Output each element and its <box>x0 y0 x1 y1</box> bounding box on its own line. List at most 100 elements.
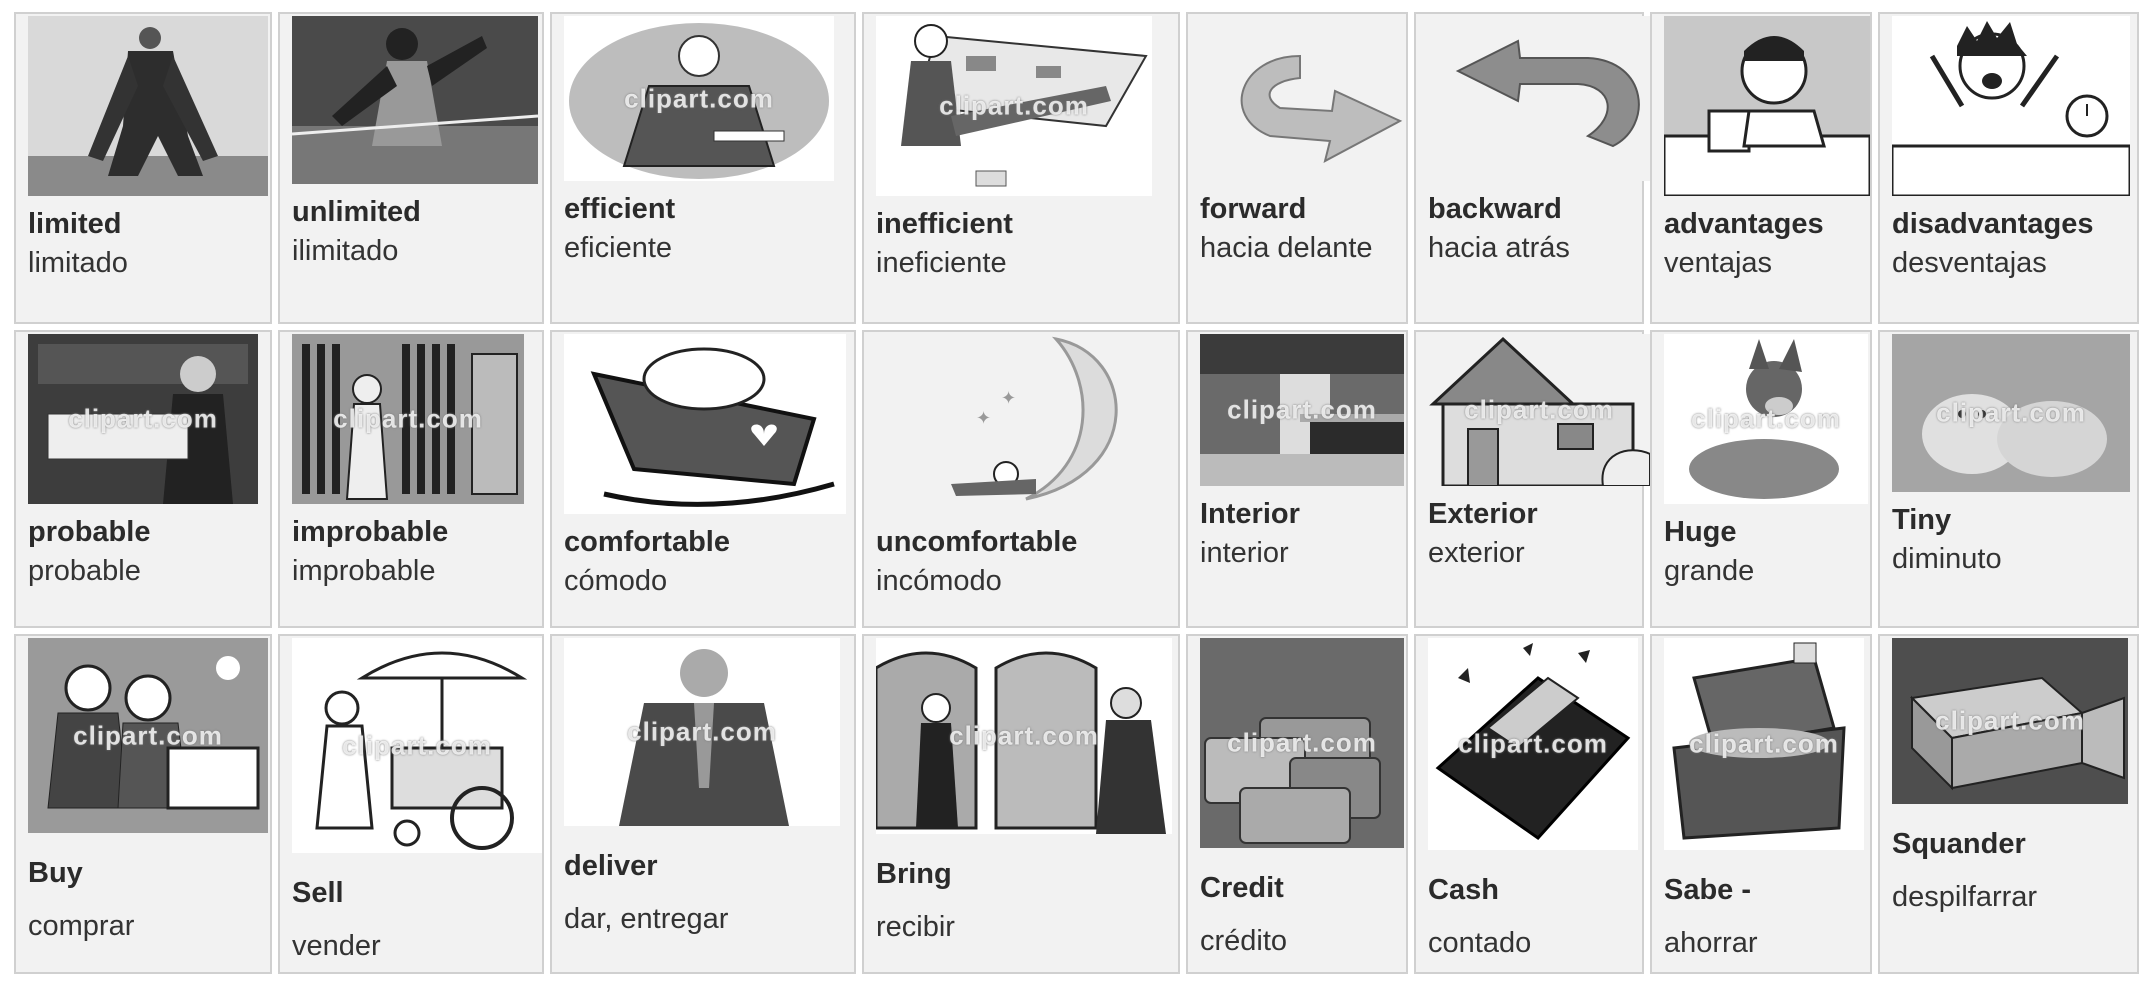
credit-cards-icon: clipart.com <box>1200 638 1404 848</box>
wallet-icon: clipart.com <box>1428 638 1638 850</box>
vocab-cell: clipart.com Credit crédito <box>1186 634 1408 974</box>
table-row: clipart.com Buy comprar clipart.com Sell… <box>14 634 2139 974</box>
vocab-cell: clipart.com Tiny diminuto <box>1878 330 2139 628</box>
english-word: Cash <box>1428 874 1499 906</box>
spanish-word: despilfarrar <box>1892 881 2038 913</box>
vendor-cart-icon: clipart.com <box>292 638 542 853</box>
svg-text:✦: ✦ <box>1001 388 1016 409</box>
baby-cradle-icon <box>564 334 846 514</box>
table-row: limited limitado unlimited ilimitado cli… <box>14 12 2139 324</box>
spanish-word: interior <box>1200 537 1289 569</box>
english-word: comfortable <box>564 526 730 558</box>
watermark: clipart.com <box>949 720 1099 751</box>
spanish-word: crédito <box>1200 925 1288 957</box>
english-word: Interior <box>1200 498 1300 530</box>
vocab-cell: clipart.com Bring recibir <box>862 634 1180 974</box>
spanish-word: hacia atrás <box>1428 232 1570 264</box>
vocab-cell: clipart.com Buy comprar <box>14 634 272 974</box>
spanish-word: diminuto <box>1892 543 2002 575</box>
watermark: clipart.com <box>68 403 218 434</box>
kittens-icon: clipart.com <box>1892 334 2130 492</box>
vocab-cell: clipart.com Sell vender <box>278 634 544 974</box>
watermark: clipart.com <box>1689 728 1839 759</box>
watermark: clipart.com <box>1691 403 1841 434</box>
spanish-word: probable <box>28 555 141 587</box>
vocab-cell: limited limitado <box>14 12 272 324</box>
vocab-cell: forward hacia delante <box>1186 12 1408 324</box>
spanish-word: incómodo <box>876 565 1002 597</box>
vocab-cell: disadvantages desventajas <box>1878 12 2139 324</box>
english-word: Huge <box>1664 516 1737 548</box>
watermark: clipart.com <box>1935 705 2085 736</box>
vocab-cell: clipart.com deliver dar, entregar <box>550 634 856 974</box>
vocab-cell: comfortable cómodo <box>550 330 856 628</box>
house-icon: clipart.com <box>1428 334 1650 486</box>
vocab-cell: clipart.com inefficient ineficiente <box>862 12 1180 324</box>
english-word: backward <box>1428 193 1562 225</box>
english-word: limited <box>28 208 122 240</box>
vocab-cell: advantages ventajas <box>1650 12 1872 324</box>
spanish-word: recibir <box>876 911 955 943</box>
watermark: clipart.com <box>627 716 777 747</box>
english-word: deliver <box>564 850 658 882</box>
vocab-cell: clipart.com improbable improbable <box>278 330 544 628</box>
spanish-word: ahorrar <box>1664 927 1758 959</box>
vocab-cell: clipart.com probable probable <box>14 330 272 628</box>
spanish-word: contado <box>1428 927 1532 959</box>
english-word: Buy <box>28 857 83 889</box>
boy-alarm-clock-icon <box>1892 16 2130 196</box>
vocab-cell: backward hacia atrás <box>1414 12 1650 324</box>
english-word: improbable <box>292 516 449 548</box>
vocab-cell: clipart.com Squander despilfarrar <box>1878 634 2139 974</box>
watermark: clipart.com <box>939 90 1089 121</box>
watermark: clipart.com <box>342 730 492 760</box>
doorway-greeting-icon: clipart.com <box>876 638 1172 834</box>
spanish-word: eficiente <box>564 232 673 264</box>
boy-reading-bed-icon <box>1664 16 1870 196</box>
watermark: clipart.com <box>1936 397 2086 428</box>
table-row: clipart.com probable probable clipart.co… <box>14 330 2139 628</box>
spanish-word: comprar <box>28 910 135 942</box>
vocab-cell: clipart.com Interior interior <box>1186 330 1408 628</box>
man-with-files-icon: clipart.com <box>28 334 258 504</box>
moon-sleeper-icon: ✦✦ <box>876 334 1170 514</box>
shoppers-icon: clipart.com <box>28 638 268 833</box>
vocabulary-table: limited limitado unlimited ilimitado cli… <box>8 6 2145 980</box>
arrow-backward-icon <box>1428 16 1650 181</box>
spanish-word: grande <box>1664 555 1755 587</box>
vocab-cell: ✦✦ uncomfortable incómodo <box>862 330 1180 628</box>
watermark: clipart.com <box>73 720 223 750</box>
businessman-crouching-icon <box>28 16 268 196</box>
man-in-suit-icon: clipart.com <box>564 638 840 826</box>
watermark: clipart.com <box>1227 394 1377 425</box>
svg-text:✦: ✦ <box>976 408 991 429</box>
spanish-word: cómodo <box>564 565 668 597</box>
english-word: Bring <box>876 858 952 890</box>
spanish-word: dar, entregar <box>564 903 729 935</box>
runner-finish-icon <box>292 16 538 184</box>
spanish-word: ventajas <box>1664 247 1773 279</box>
spanish-word: ineficiente <box>876 247 1007 279</box>
watermark: clipart.com <box>1458 728 1608 759</box>
english-word: forward <box>1200 193 1307 225</box>
english-word: inefficient <box>876 208 1013 240</box>
english-word: Tiny <box>1892 504 1952 536</box>
dog-icon: clipart.com <box>1664 334 1868 504</box>
english-word: probable <box>28 516 151 548</box>
vocab-cell: clipart.com Cash contado <box>1414 634 1644 974</box>
english-word: Sabe - <box>1664 874 1752 906</box>
english-word: unlimited <box>292 196 421 228</box>
spanish-word: ilimitado <box>292 235 399 267</box>
vocab-cell: clipart.com Huge grande <box>1650 330 1872 628</box>
treasure-chest-icon: clipart.com <box>1664 638 1864 850</box>
english-word: uncomfortable <box>876 526 1078 558</box>
vocab-cell: clipart.com efficient eficiente <box>550 12 856 324</box>
watermark: clipart.com <box>333 403 483 434</box>
spanish-word: desventajas <box>1892 247 2047 279</box>
english-word: Squander <box>1892 828 2026 860</box>
man-at-messy-desk-icon: clipart.com <box>876 16 1152 196</box>
vocab-cell: clipart.com Exterior exterior <box>1414 330 1650 628</box>
watermark: clipart.com <box>1227 727 1377 758</box>
open-safe-icon: clipart.com <box>1892 638 2128 804</box>
spanish-word: limitado <box>28 247 128 279</box>
